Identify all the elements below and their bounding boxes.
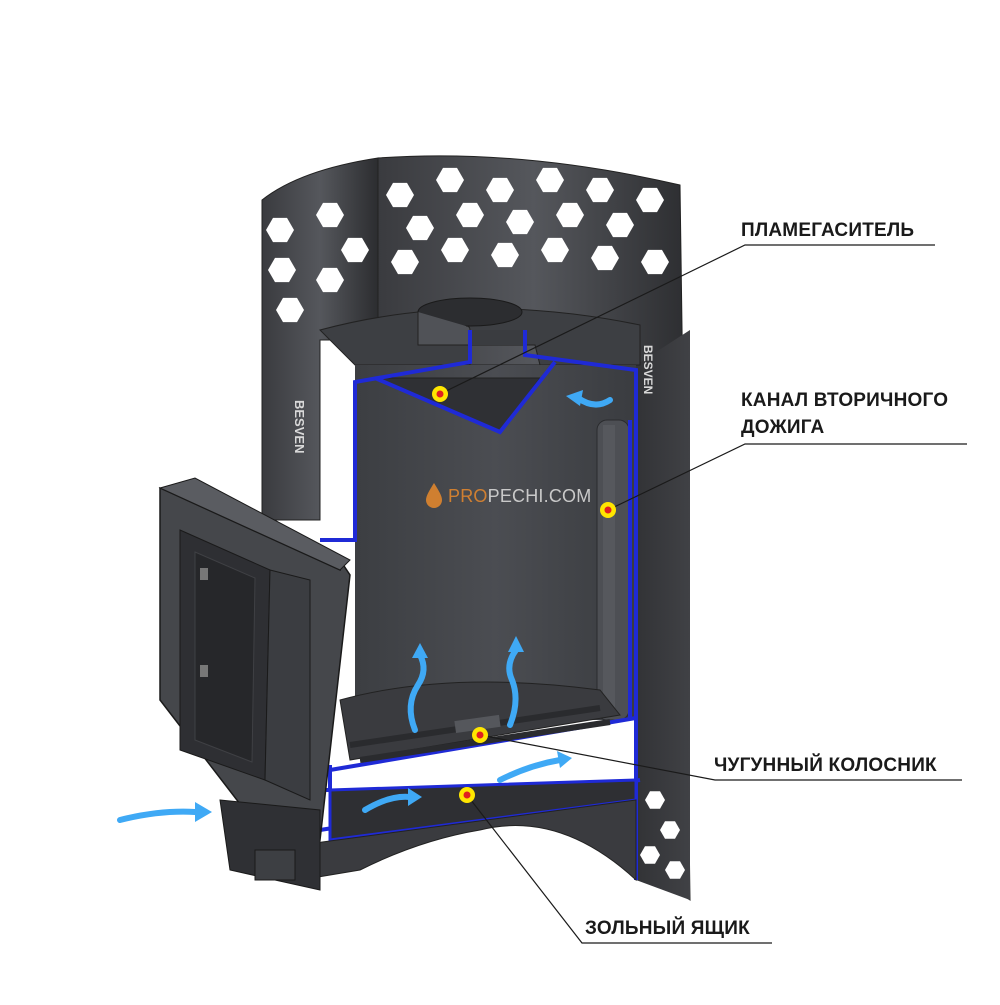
leader-line-secondary-channel — [607, 443, 967, 511]
airflow-arrow — [506, 647, 519, 728]
airflow-arrow-head — [566, 390, 583, 406]
hexagon-hole — [266, 217, 294, 243]
brand-logo: BESVEN BESVEN — [292, 345, 655, 453]
marker-ash-box — [459, 787, 475, 803]
hexagon-perforations — [266, 167, 685, 879]
airflow-arrow — [497, 757, 563, 783]
airflow-arrow — [362, 793, 413, 813]
hexagon-hole — [441, 237, 469, 263]
hexagon-hole — [591, 245, 619, 271]
hexagon-hole — [606, 212, 634, 238]
hexagon-hole — [586, 177, 614, 203]
airflow-arrow — [117, 808, 198, 823]
hexagon-hole — [536, 167, 564, 193]
hexagon-hole — [316, 267, 344, 293]
hexagon-hole — [341, 237, 369, 263]
watermark-prefix: PRO — [448, 486, 488, 506]
airflow-arrow-head — [557, 751, 572, 768]
hexagon-hole — [391, 249, 419, 275]
marker-secondary-channel — [600, 502, 616, 518]
watermark: PROPECHI.COM — [448, 486, 591, 507]
label-ash-box: ЗОЛЬНЫЙ ЯЩИК — [585, 918, 750, 939]
airflow-arrow-head — [508, 636, 524, 652]
hexagon-hole — [641, 249, 669, 275]
watermark-drop-icon — [426, 483, 442, 508]
hexagon-hole — [268, 257, 296, 283]
label-grate: ЧУГУННЫЙ КОЛОСНИК — [714, 755, 937, 776]
leader-lines — [439, 244, 967, 944]
hexagon-hole — [556, 202, 584, 228]
airflow-arrow-head — [195, 802, 212, 822]
hexagon-hole — [665, 861, 685, 879]
hexagon-hole — [276, 297, 304, 323]
svg-text:BESVEN: BESVEN — [292, 400, 307, 453]
leader-line-flame-arrester — [439, 244, 935, 395]
hexagon-hole — [436, 167, 464, 193]
hexagon-hole — [640, 846, 660, 864]
marker-flame-arrester — [432, 386, 448, 402]
hexagon-hole — [541, 237, 569, 263]
hexagon-hole — [491, 242, 519, 268]
label-flame-arrester: ПЛАМЕГАСИТЕЛЬ — [741, 220, 915, 241]
grate — [339, 681, 621, 763]
markers — [432, 386, 616, 803]
label-secondary-channel-line1: КАНАЛ ВТОРИЧНОГО — [741, 390, 949, 411]
hexagon-hole — [506, 209, 534, 235]
marker-grate — [472, 727, 488, 743]
hexagon-hole — [386, 182, 414, 208]
svg-text:BESVEN: BESVEN — [641, 345, 655, 394]
label-secondary-channel-line2: ДОЖИГА — [741, 417, 825, 438]
watermark-suffix: .COM — [543, 486, 592, 506]
hexagon-hole — [486, 177, 514, 203]
hexagon-hole — [456, 202, 484, 228]
leader-line-grate — [479, 734, 962, 781]
hexagon-hole — [316, 202, 344, 228]
airflow-arrow — [407, 652, 427, 733]
watermark-middle: PECHI — [487, 486, 544, 506]
firebox-interior — [355, 365, 636, 721]
hexagon-hole — [406, 215, 434, 241]
hexagon-hole — [636, 187, 664, 213]
airflow-arrows — [117, 390, 613, 823]
front-door — [158, 477, 351, 891]
airflow-arrow-head — [412, 643, 428, 658]
firebox-top — [319, 297, 641, 366]
hexagon-hole — [645, 791, 665, 809]
hexagon-hole — [660, 821, 680, 839]
airflow-arrow-head — [408, 788, 422, 806]
leader-line-ash-box — [466, 794, 772, 944]
